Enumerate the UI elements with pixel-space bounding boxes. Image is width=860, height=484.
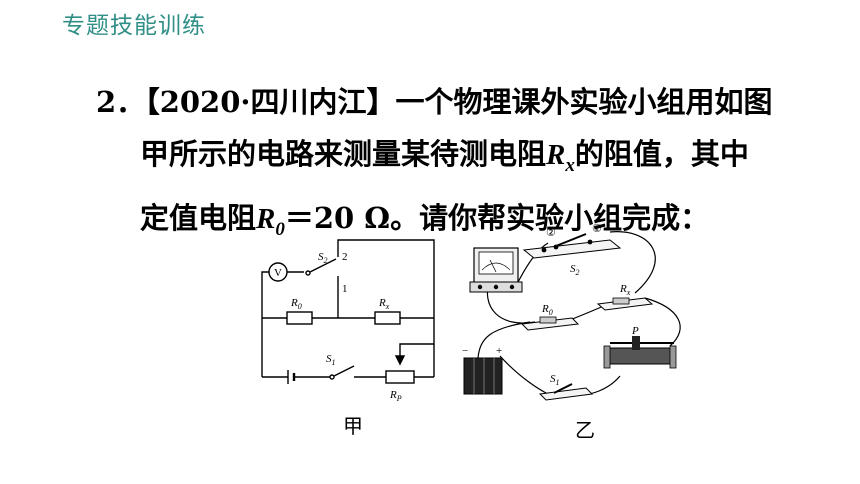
problem-number: 2． (96, 85, 146, 119)
s2-device-label: S2 (570, 263, 580, 277)
line3-pre: 定值电阻 (140, 200, 257, 235)
problem-line-3: 定值电阻R0＝20 Ω。请你帮实验小组完成： (96, 192, 836, 256)
problem-line-2: 甲所示的电路来测量某待测电阻Rx的阻值，其中 (96, 128, 836, 192)
contact-1-label: 1 (342, 283, 348, 295)
s1-label: S1 (326, 353, 336, 367)
wire-right (399, 318, 435, 362)
section-header: 专题技能训练 (62, 13, 206, 39)
problem-statement: 2．【2020·四川内江】一个物理课外实验小组用如图 甲所示的电路来测量某待测电… (96, 76, 836, 256)
s1-switch-device (538, 383, 594, 401)
apparatus-diagram-yi: ② ① S2 Rx R0 P − + S1 (462, 223, 681, 401)
problem-line1-text: 一个物理课外实验小组用如图 (395, 85, 773, 119)
voltmeter-device (469, 247, 523, 293)
wire-rx-to-rheostat (644, 297, 681, 347)
problem-source: 【2020·四川内江】 (145, 85, 396, 119)
rx-device-label: Rx (619, 283, 631, 297)
rp-label: RP (389, 389, 402, 402)
terminal-1-label: ① (592, 223, 602, 235)
wire-r0-to-battery (477, 321, 531, 359)
battery-device (463, 357, 503, 395)
contact-2-label: 2 (342, 251, 348, 263)
s1-pivot (329, 374, 335, 380)
wire-battery-to-s1 (499, 355, 549, 395)
rx-symbol: Rx (546, 139, 575, 176)
r0-symbol: R0 (256, 202, 285, 240)
wire-contact-2 (337, 239, 435, 318)
rheostat-slider-arrow (394, 355, 406, 366)
s1-blade (333, 365, 355, 377)
figure-jia-caption: 甲 (343, 414, 363, 438)
terminal-2-label: ② (546, 227, 556, 239)
line3-post: ＝20 Ω。请你帮实验小组完成： (284, 200, 710, 235)
circuit-diagram-jia: V S2 2 1 R0 Rx S1 RP (261, 239, 435, 402)
s2-blade (309, 258, 337, 273)
problem-line-1: 2．【2020·四川内江】一个物理课外实验小组用如图 (96, 76, 836, 128)
r0-resistor (286, 311, 313, 325)
r0-label: R0 (290, 297, 302, 311)
r0-device-label: R0 (541, 303, 553, 317)
battery-plus-label: + (496, 345, 502, 357)
line2-post: 的阻值，其中 (574, 137, 749, 171)
s2-pivot (305, 270, 311, 276)
s1-device-label: S1 (550, 373, 560, 387)
rx-resistor-device (596, 297, 654, 311)
rx-resistor (374, 311, 401, 325)
wire-s2-to-rx (609, 231, 656, 294)
rheostat-body (385, 370, 415, 384)
s2-switch-device (522, 233, 622, 259)
rheostat-device (603, 336, 677, 369)
rx-label: Rx (378, 297, 390, 311)
p-label: P (631, 325, 639, 337)
r0-resistor-device (520, 316, 580, 331)
wire-top-left (261, 271, 304, 276)
voltmeter-symbol (268, 262, 288, 282)
battery-minus-label: − (462, 345, 468, 357)
s2-label: S2 (318, 251, 328, 265)
voltmeter-label: V (274, 267, 282, 279)
line2-pre: 甲所示的电路来测量某待测电阻 (140, 137, 547, 171)
figure-yi-caption: 乙 (575, 418, 595, 442)
